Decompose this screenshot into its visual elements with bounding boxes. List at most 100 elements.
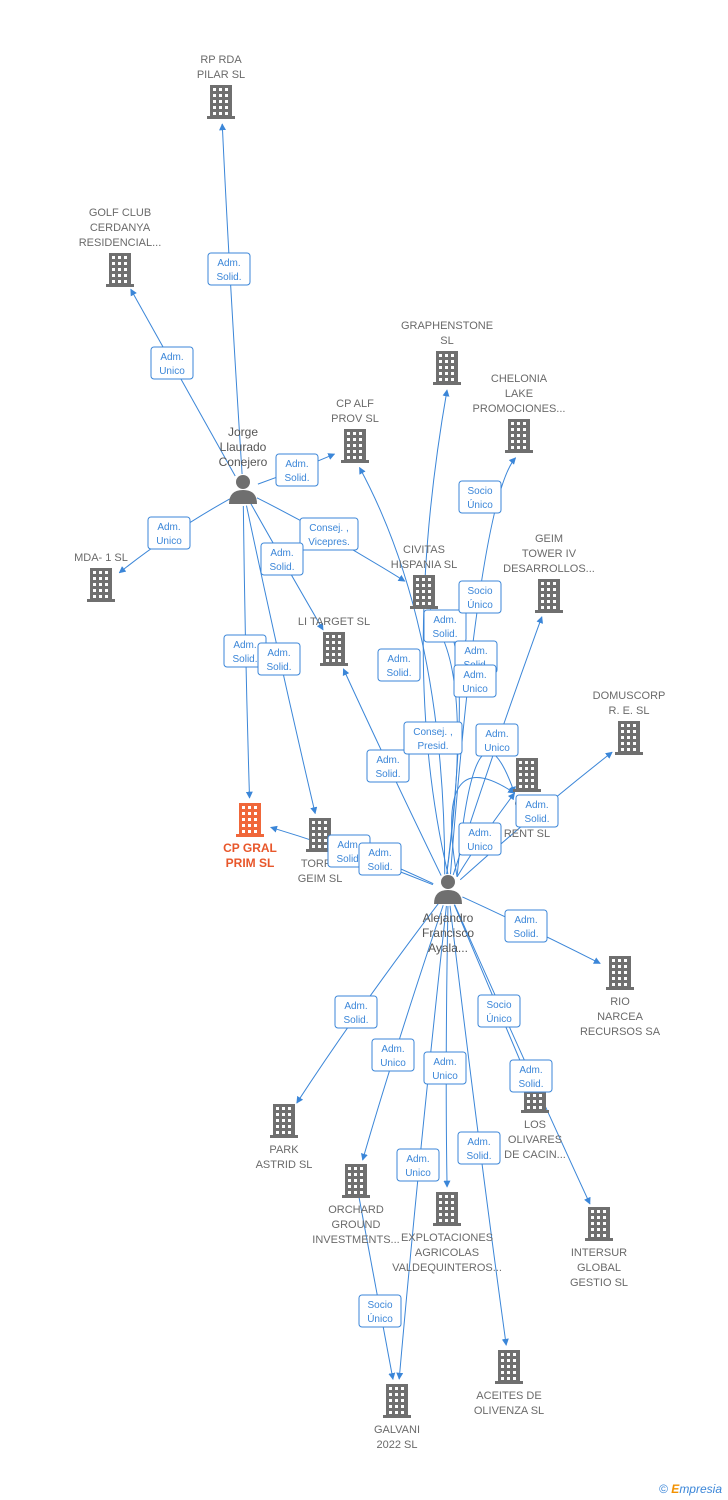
relation-label[interactable]: Adm.Solid. <box>260 542 304 576</box>
relation-label-text: Solid. <box>518 1079 543 1090</box>
relation-label-text: Socio <box>367 1300 392 1311</box>
relation-label[interactable]: Adm.Solid. <box>515 794 559 828</box>
node-label: NARCEA <box>597 1011 644 1023</box>
node-label: MDA- 1 SL <box>74 552 128 564</box>
relation-label[interactable]: Adm.Unico <box>147 516 191 550</box>
relation-label[interactable]: Adm.Unico <box>371 1038 415 1072</box>
building-icon <box>207 85 235 119</box>
node-label: GROUND <box>332 1219 381 1231</box>
relation-label-text: Consej. , <box>309 523 348 534</box>
building-icon <box>505 419 533 453</box>
relation-label-text: Socio <box>467 586 492 597</box>
company-node-aceites[interactable]: ACEITES DE OLIVENZA SL <box>474 1350 544 1417</box>
relation-label-box <box>358 842 402 876</box>
node-label: PARK <box>269 1144 299 1156</box>
relation-label[interactable]: Adm.Solid. <box>275 453 319 487</box>
node-label: HISPANIA SL <box>391 559 457 571</box>
relation-label[interactable]: Adm.Solid. <box>358 842 402 876</box>
company-node-explotaciones[interactable]: EXPLOTACIONESAGRICOLASVALDEQUINTEROS... <box>392 1192 502 1274</box>
relation-label[interactable]: Consej. ,Presid. <box>403 721 463 755</box>
relation-label-text: Unico <box>159 366 185 377</box>
company-node-golf[interactable]: GOLF CLUBCERDANYARESIDENCIAL... <box>79 207 162 287</box>
node-label: Francisco <box>422 926 474 940</box>
node-label: DE CACIN... <box>504 1149 566 1161</box>
relation-label-text: Consej. , <box>413 727 452 738</box>
building-icon <box>383 1384 411 1418</box>
company-node-chelonia[interactable]: CHELONIALAKEPROMOCIONES... <box>473 373 566 453</box>
relation-label[interactable]: Adm.Unico <box>475 723 519 757</box>
relation-label[interactable]: Adm.Solid. <box>207 252 251 286</box>
relation-label-box <box>207 252 251 286</box>
relation-label[interactable]: Adm.Unico <box>396 1148 440 1182</box>
node-label: RENT SL <box>504 828 550 840</box>
relation-label-text: Solid. <box>375 769 400 780</box>
node-label: LI TARGET SL <box>298 616 370 628</box>
relation-label[interactable]: Adm.Solid. <box>334 995 378 1029</box>
relation-label-text: Adm. <box>467 1137 490 1148</box>
company-node-orchard[interactable]: ORCHARDGROUNDINVESTMENTS... <box>312 1164 400 1246</box>
node-label: TOWER IV <box>522 548 577 560</box>
relation-label-text: Unico <box>467 842 493 853</box>
relation-label[interactable]: Adm.Solid. <box>423 609 467 643</box>
relation-label-text: Socio <box>486 1000 511 1011</box>
node-label: RIO <box>610 996 630 1008</box>
node-label: GEIM <box>535 533 563 545</box>
node-label: ACEITES DE <box>476 1390 541 1402</box>
relation-label-text: Solid. <box>513 929 538 940</box>
brand-logo-initial: E <box>671 1482 680 1496</box>
brand-logo-text: mpresia <box>679 1482 722 1496</box>
person-node-alejandro[interactable]: AlejandroFranciscoAyala... <box>422 875 474 955</box>
relation-label[interactable]: Adm.Solid. <box>377 648 421 682</box>
building-icon <box>270 1104 298 1138</box>
node-label: OLIVENZA SL <box>474 1405 544 1417</box>
relation-label-text: Adm. <box>433 1057 456 1068</box>
company-node-mda[interactable]: MDA- 1 SL <box>74 552 128 602</box>
node-label: AGRICOLAS <box>415 1247 479 1259</box>
relation-label-box <box>147 516 191 550</box>
relation-label-text: Adm. <box>344 1001 367 1012</box>
relation-label[interactable]: Adm.Unico <box>458 822 502 856</box>
relation-label-text: Adm. <box>381 1044 404 1055</box>
relation-label-text: Adm. <box>160 352 183 363</box>
relation-label[interactable]: Adm.Solid. <box>366 749 410 783</box>
relation-label[interactable]: Consej. ,Vicepres. <box>299 517 359 551</box>
node-label: Alejandro <box>423 911 474 925</box>
company-node-litarget[interactable]: LI TARGET SL <box>298 616 370 666</box>
relation-label[interactable]: Adm.Solid. <box>509 1059 553 1093</box>
node-label: GRAPHENSTONE <box>401 320 493 332</box>
node-label: Conejero <box>219 455 268 469</box>
relation-label[interactable]: Adm.Unico <box>453 664 497 698</box>
relation-label-text: Único <box>367 1312 393 1325</box>
relation-label-text: Socio <box>467 486 492 497</box>
node-label: Llaurado <box>220 440 267 454</box>
node-label: CP GRAL <box>223 841 277 855</box>
relation-label[interactable]: Adm.Solid. <box>257 642 301 676</box>
relation-label[interactable]: Adm.Solid. <box>457 1131 501 1165</box>
relation-label-box <box>458 480 502 514</box>
relation-label[interactable]: Adm. Unico <box>150 346 194 380</box>
relation-label-text: Solid. <box>269 562 294 573</box>
node-label: VALDEQUINTEROS... <box>392 1262 502 1274</box>
relation-label[interactable]: Adm.Solid. <box>504 909 548 943</box>
relation-label[interactable]: Adm.Unico <box>423 1051 467 1085</box>
node-label: INVESTMENTS... <box>312 1234 399 1246</box>
relation-edge <box>456 751 516 877</box>
